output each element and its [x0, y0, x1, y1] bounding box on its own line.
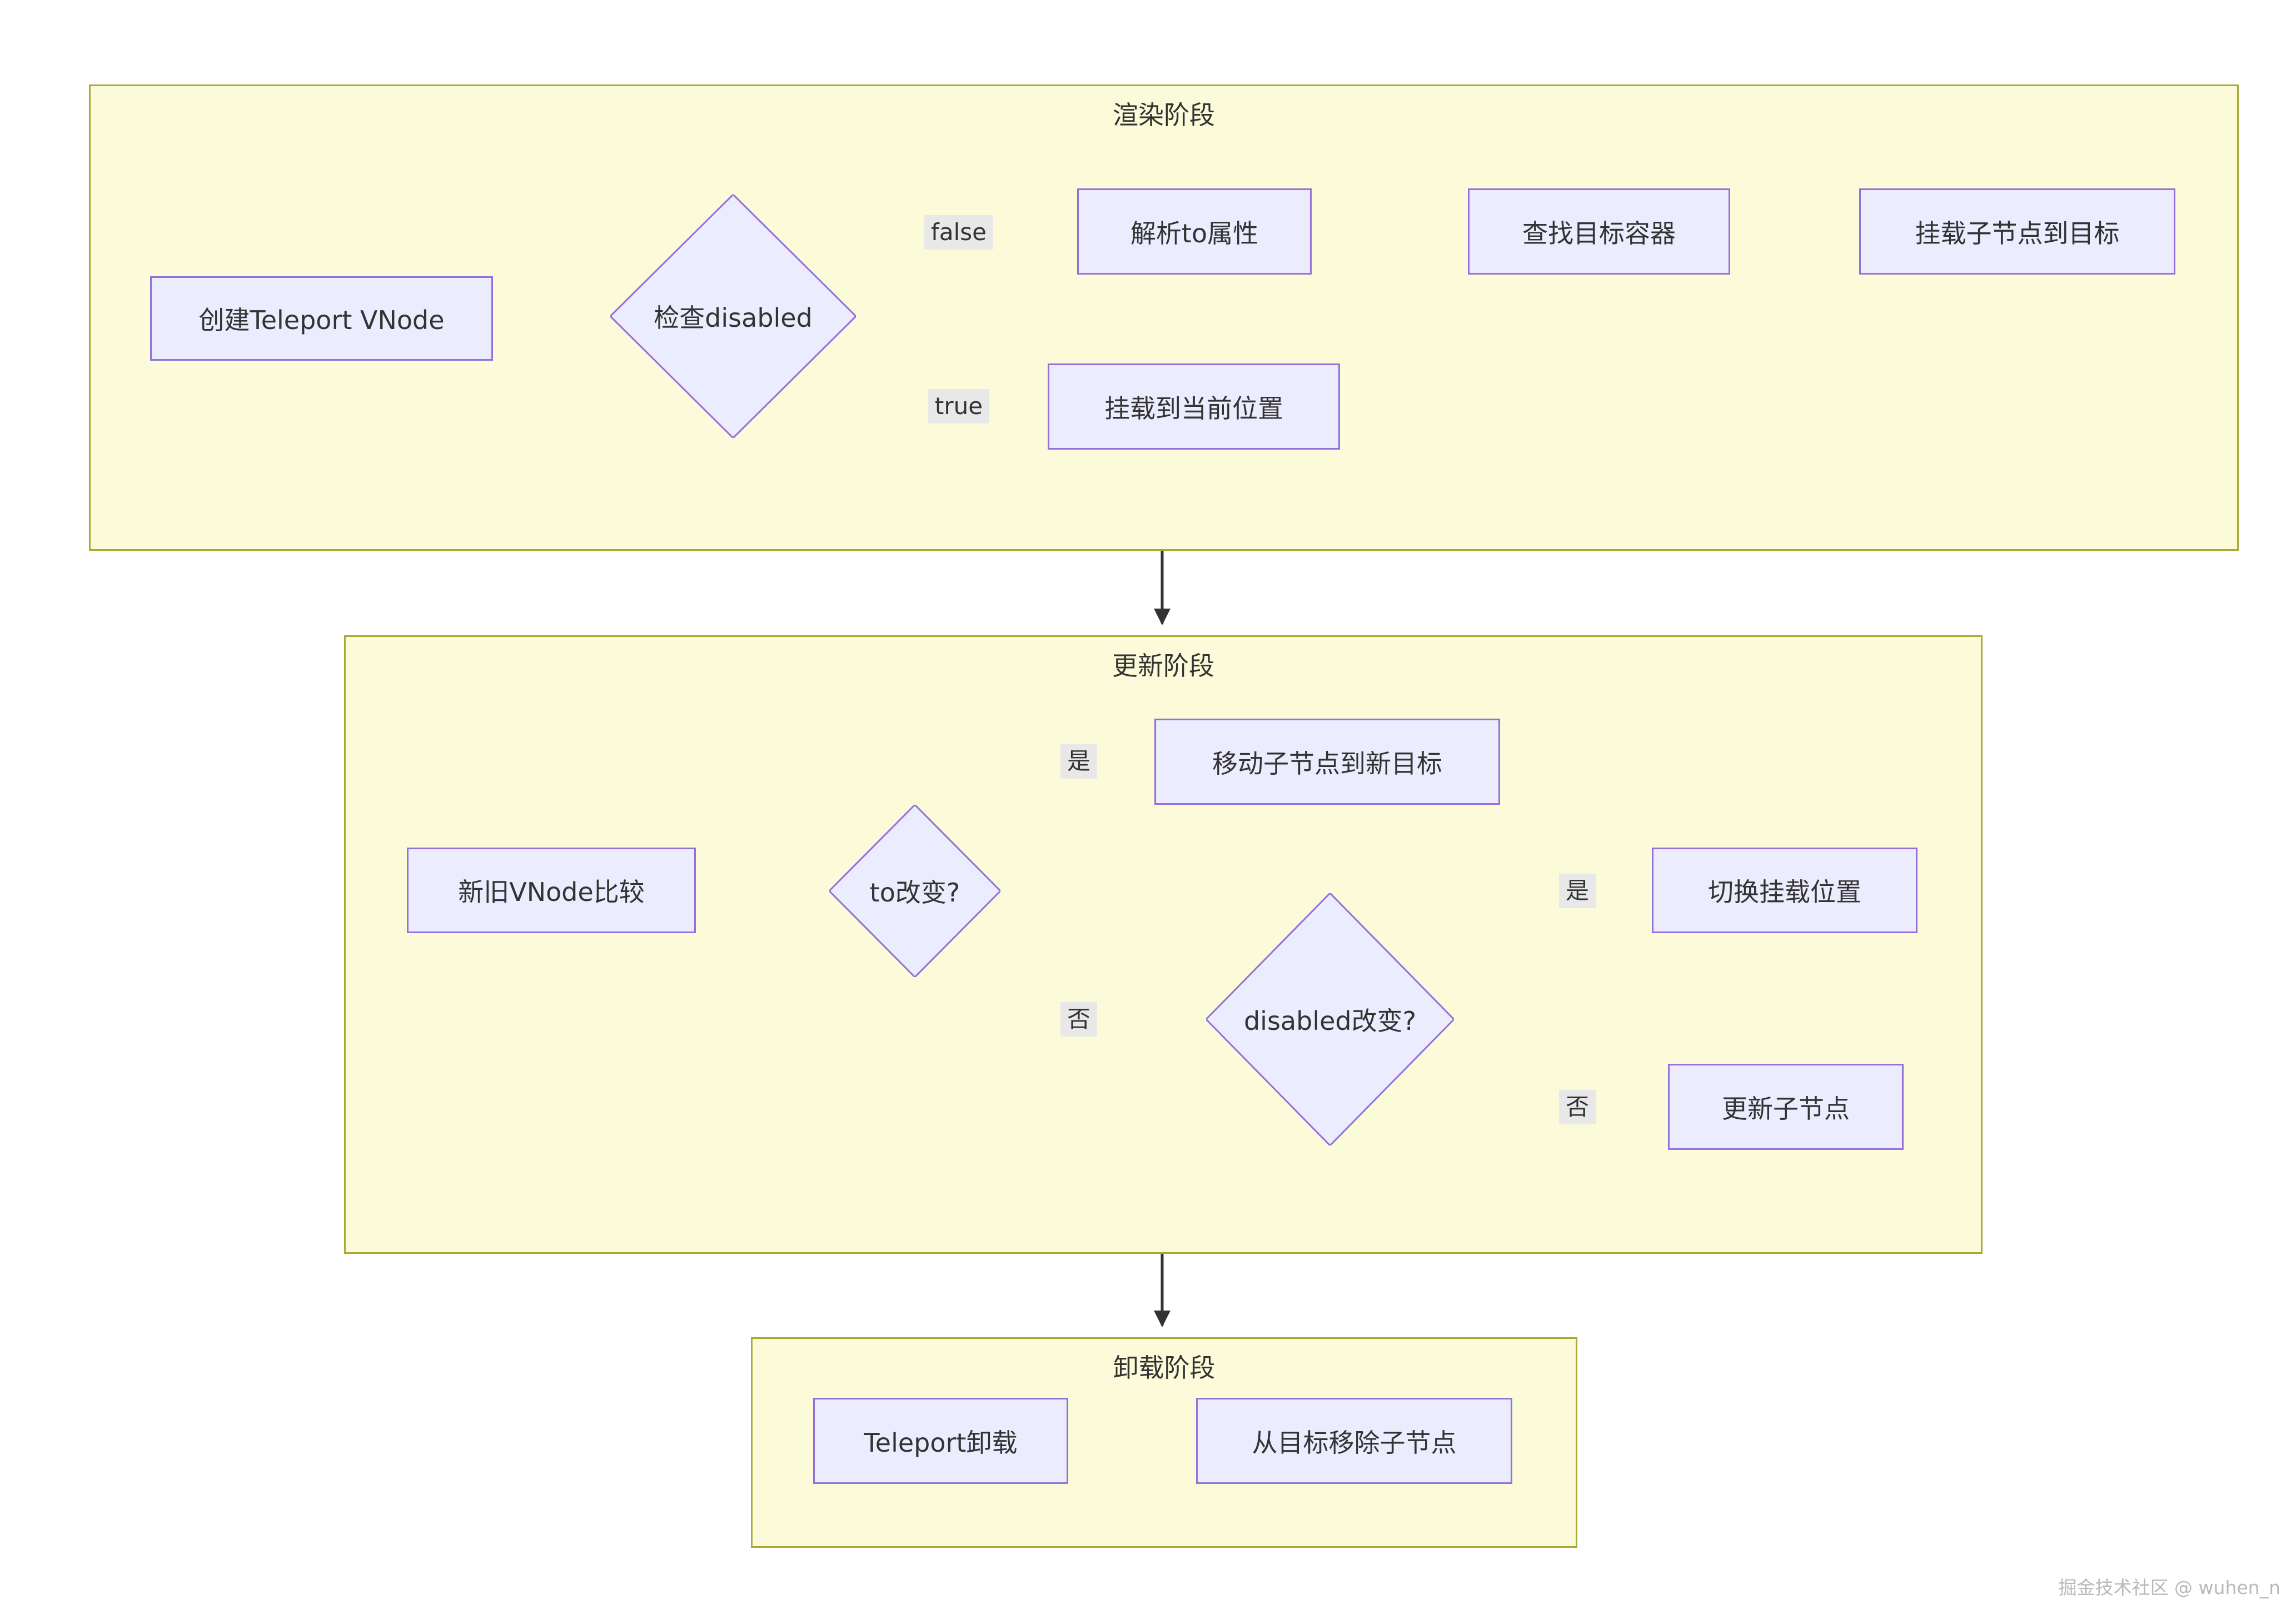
phase-unmount-title: 卸载阶段	[1113, 1353, 1216, 1383]
node-label: disabled改变?	[1243, 1006, 1417, 1036]
phase-update-title: 更新阶段	[1112, 651, 1214, 681]
node-label: 挂载到当前位置	[1104, 393, 1283, 424]
node-switch-mount-position: 切换挂载位置	[1652, 848, 1918, 933]
node-move-children-to-new-target: 移动子节点到新目标	[1154, 719, 1500, 805]
node-label: 创建Teleport VNode	[198, 305, 445, 335]
node-to-changed-decision: to改变?	[829, 805, 1000, 977]
node-remove-children-from-target: 从目标移除子节点	[1196, 1398, 1512, 1484]
phase-render-title: 渲染阶段	[1113, 100, 1215, 130]
node-mount-at-current: 挂载到当前位置	[1048, 363, 1340, 450]
node-label: 更新子节点	[1722, 1093, 1850, 1124]
edge-label-yes-disabled-changed: 是	[1558, 873, 1596, 909]
node-label: 从目标移除子节点	[1252, 1427, 1457, 1458]
edge-label-no-to-changed: 否	[1060, 1002, 1098, 1037]
node-check-disabled-decision: 检查disabled	[610, 195, 856, 438]
node-label: 解析to属性	[1130, 218, 1259, 248]
node-label: 切换挂载位置	[1708, 877, 1861, 907]
node-disabled-changed-decision: disabled改变?	[1206, 893, 1454, 1145]
watermark: 掘金技术社区 @ wuhen_n	[2058, 1577, 2280, 1598]
edge-label-true: true	[928, 388, 990, 424]
node-label: to改变?	[869, 878, 960, 908]
node-mount-children-to-target: 挂载子节点到目标	[1859, 188, 2175, 275]
node-parse-to-prop: 解析to属性	[1077, 188, 1312, 275]
node-label: Teleport卸载	[864, 1427, 1018, 1458]
edge-label-false: false	[924, 215, 993, 250]
edge-label-no-disabled-changed: 否	[1558, 1089, 1596, 1125]
node-teleport-unmount: Teleport卸载	[813, 1398, 1068, 1484]
node-label: 新旧VNode比较	[458, 877, 645, 907]
edge-label-yes-to-changed: 是	[1060, 744, 1098, 779]
node-find-target-container: 查找目标容器	[1468, 188, 1730, 275]
node-create-teleport-vnode: 创建Teleport VNode	[150, 276, 493, 361]
node-label: 移动子节点到新目标	[1212, 748, 1442, 779]
node-label: 挂载子节点到目标	[1915, 218, 2120, 248]
node-compare-vnodes: 新旧VNode比较	[407, 848, 696, 933]
diamond-shape	[829, 805, 1000, 977]
node-label: 查找目标容器	[1522, 218, 1676, 248]
node-update-children: 更新子节点	[1668, 1064, 1904, 1150]
node-label: 检查disabled	[654, 303, 813, 333]
diamond-shape	[610, 195, 856, 438]
diamond-shape	[1206, 893, 1454, 1145]
